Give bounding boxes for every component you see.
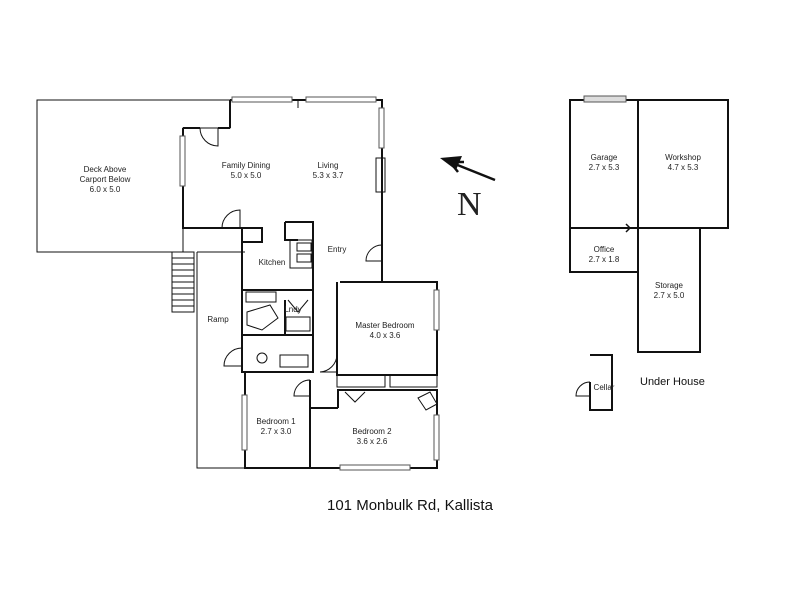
storage-label: Storage: [655, 281, 684, 290]
laundry-appliances: [245, 291, 311, 332]
door-dining-west: [221, 209, 241, 229]
kitchen-sink: [296, 242, 312, 263]
cellar-outline: [589, 354, 613, 411]
bedroom2-robe-door: [344, 391, 366, 403]
office-dims: 2.7 x 1.8: [589, 255, 620, 264]
bedroom1-label: Bedroom 1: [256, 417, 296, 426]
window-north-1: [231, 96, 293, 103]
workshop-label: Workshop: [665, 153, 701, 162]
bedroom2-dims: 3.6 x 2.6: [357, 437, 388, 446]
master-bedroom-dims: 4.0 x 3.6: [370, 331, 401, 340]
entry-walls: [312, 222, 383, 295]
laundry-door: [287, 299, 309, 313]
storage-outline: [637, 227, 701, 353]
main-floor: [36, 96, 440, 471]
kitchen-walls: [241, 221, 314, 290]
living-label: Living: [318, 161, 339, 170]
north-letter: N: [457, 186, 482, 223]
window-dining-west: [179, 135, 186, 187]
master-robe: [336, 374, 438, 388]
bath-door: [223, 347, 243, 367]
room-labels: Deck Above Carport Below 6.0 x 5.0 Famil…: [80, 153, 702, 446]
laundry-bath-walls: [241, 289, 314, 373]
window-living-east: [378, 107, 385, 149]
ramp-outline: [196, 251, 245, 469]
door-dining: [199, 127, 219, 147]
office-arrow: [618, 223, 632, 233]
office-label: Office: [594, 245, 615, 254]
bath-tub: [246, 304, 279, 331]
bedroom2-label: Bedroom 2: [352, 427, 392, 436]
deck-label-line2: Carport Below: [80, 175, 131, 184]
north-arrow-head-icon: [440, 156, 462, 170]
garage-dims: 2.7 x 5.3: [589, 163, 620, 172]
family-dining-label: Family Dining: [222, 161, 270, 170]
window-master: [433, 289, 440, 331]
bedroom1-door: [293, 379, 311, 397]
deck-outline: [36, 99, 231, 253]
deck-label: Deck Above: [84, 165, 127, 174]
bedroom2-corner-unit: [417, 391, 438, 411]
workshop-dims: 4.7 x 5.3: [668, 163, 699, 172]
toilet: [256, 352, 268, 364]
bedroom1-dims: 2.7 x 3.0: [261, 427, 292, 436]
cellar-door: [575, 381, 591, 397]
window-north-2: [305, 96, 377, 103]
entry-label: Entry: [328, 245, 347, 254]
address-caption: 101 Monbulk Rd, Kallista: [327, 497, 494, 514]
entry-door: [365, 244, 383, 262]
vanity: [279, 354, 309, 368]
compass: N: [440, 156, 496, 223]
storage-dims: 2.7 x 5.0: [654, 291, 685, 300]
under-house-title: Under House: [640, 376, 705, 388]
under-house: [569, 95, 729, 411]
living-dining-walls: [182, 99, 383, 240]
master-bedroom-label: Master Bedroom: [355, 321, 414, 330]
living-dims: 5.3 x 3.7: [313, 171, 344, 180]
laundry-label: Lndy: [284, 305, 301, 314]
cellar-label: Cellar: [594, 383, 615, 392]
garage-door: [583, 95, 627, 103]
kitchen-label: Kitchen: [259, 258, 286, 267]
window-bedroom1: [241, 394, 248, 451]
fireplace: [375, 157, 386, 193]
ramp-label: Ramp: [207, 315, 229, 324]
deck-dims: 6.0 x 5.0: [90, 185, 121, 194]
deck-stairs: [171, 251, 195, 313]
window-bedroom2-south: [339, 464, 411, 471]
master-door: [319, 354, 338, 373]
garage-label: Garage: [591, 153, 618, 162]
window-bedroom2-east: [433, 414, 440, 461]
family-dining-dims: 5.0 x 5.0: [231, 171, 262, 180]
